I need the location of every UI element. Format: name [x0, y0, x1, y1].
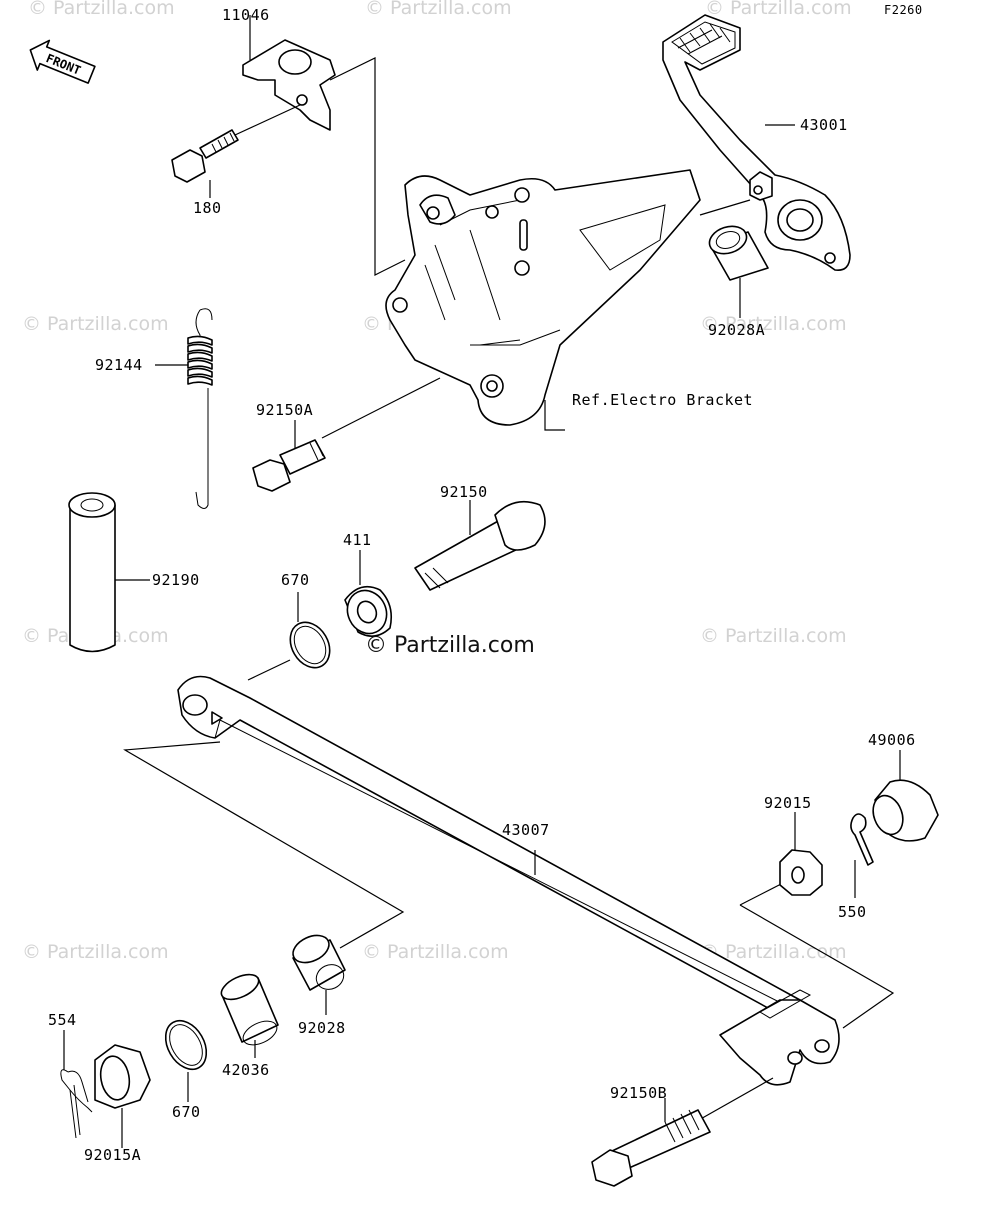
part-670-circlip-lower	[164, 1019, 208, 1071]
part-92150B-bolt	[591, 1109, 711, 1187]
watermark: © Partzilla.com	[700, 941, 847, 963]
leader-line	[739, 904, 895, 1029]
part-label-43007: 43007	[502, 821, 550, 839]
part-92150A-bolt	[252, 439, 326, 492]
part-label-49006: 49006	[868, 731, 916, 749]
part-92190-sleeve	[68, 492, 116, 653]
front-arrow-icon: FRONT	[29, 39, 96, 84]
part-43001-pedal	[662, 14, 851, 272]
part-label-554: 554	[48, 1011, 77, 1029]
watermark: © Partzilla.com	[28, 0, 175, 19]
part-label-180: 180	[193, 199, 222, 217]
part-411-washer	[344, 585, 393, 637]
part-180-bolt	[171, 129, 239, 183]
part-92144-spring	[187, 308, 213, 509]
leader-line	[234, 104, 301, 136]
part-label-92028: 92028	[298, 1019, 346, 1037]
watermark: © Partzilla.com	[700, 625, 847, 647]
part-label-43001: 43001	[800, 116, 848, 134]
part-92015-nut	[779, 849, 823, 896]
leader-line	[329, 57, 406, 276]
part-49006-cap	[872, 779, 939, 842]
watermark: © Partzilla.com	[22, 941, 169, 963]
part-label-92150B: 92150B	[610, 1084, 667, 1102]
reference-label: Ref.Electro Bracket	[572, 391, 753, 409]
watermark: © Partzilla.com	[705, 0, 852, 19]
part-label-92150A: 92150A	[256, 401, 313, 419]
watermark: © Partzilla.com	[700, 313, 847, 335]
part-label-550: 550	[838, 903, 867, 921]
part-label-42036: 42036	[222, 1061, 270, 1079]
part-label-92190: 92190	[152, 571, 200, 589]
watermark: © Partzilla.com	[365, 0, 512, 19]
part-label-670-lower: 670	[172, 1103, 201, 1121]
leader-line	[739, 881, 786, 906]
main-bracket	[385, 169, 701, 426]
part-label-92144: 92144	[95, 356, 143, 374]
part-43007-rod	[177, 675, 840, 1086]
part-92028-bushing	[292, 934, 346, 991]
leader-line	[689, 1077, 774, 1126]
part-670-circlip-upper	[289, 621, 331, 669]
watermark: © Partzilla.com	[362, 941, 509, 963]
part-554-clip	[60, 1069, 93, 1139]
part-label-92015: 92015	[764, 794, 812, 812]
part-550-cotter-pin	[850, 813, 874, 866]
part-42036-sleeve	[220, 973, 279, 1046]
part-label-411: 411	[343, 531, 372, 549]
leader-line	[321, 377, 441, 439]
part-label-11046: 11046	[222, 6, 270, 24]
leader-line	[123, 741, 405, 949]
part-label-92028A: 92028A	[708, 321, 765, 339]
center-watermark: © Partzilla.com	[365, 633, 535, 658]
leader-line	[699, 199, 751, 216]
part-label-92150: 92150	[440, 483, 488, 501]
part-11046-clamp	[242, 39, 336, 131]
leader-line	[544, 400, 565, 431]
part-92015A-nut	[94, 1044, 151, 1109]
part-label-92015A: 92015A	[84, 1146, 141, 1164]
part-label-670-upper: 670	[281, 571, 310, 589]
part-92028A-bushing	[708, 225, 769, 281]
part-92150-bolt	[414, 500, 546, 591]
leader-line	[247, 659, 291, 681]
watermark: © Partzilla.com	[22, 313, 169, 335]
diagram-code: F2260	[884, 3, 923, 17]
